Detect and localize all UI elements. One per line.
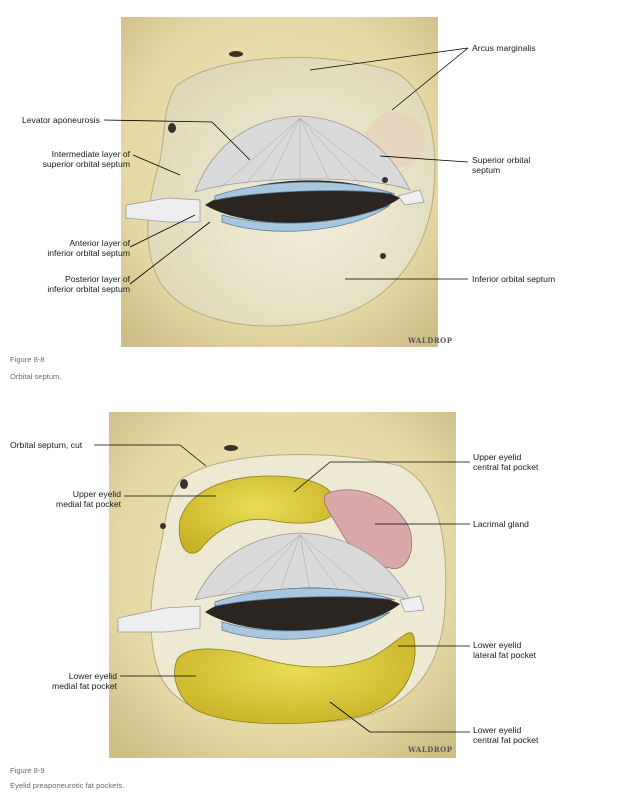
orbital-septum-illustration [103, 17, 469, 347]
figure-number: Figure 8-9 [10, 766, 45, 775]
label-upper-eyelid-medial-fat-pocket: Upper eyelid medial fat pocket [56, 489, 121, 509]
medial-canthal-tendon [117, 605, 201, 633]
label-anterior-layer: Anterior layer of inferior orbital septu… [47, 238, 130, 258]
lower-tarsus [221, 611, 391, 640]
upper-tarsus [214, 181, 396, 201]
lower-fat-pockets [174, 632, 416, 725]
figure-number: Figure 8-8 [10, 355, 45, 364]
foramen-right [382, 177, 388, 183]
label-lower-eyelid-lateral-fat-pocket: Lower eyelid lateral fat pocket [473, 640, 537, 660]
label-levator-aponeurosis: Levator aponeurosis [22, 115, 100, 125]
label-lower-eyelid-central-fat-pocket: Lower eyelid central fat pocket [473, 725, 539, 745]
lateral-canthal-tendon [399, 595, 425, 613]
illustrator-signature: WALDROP [408, 745, 453, 754]
foramen-lower [380, 253, 386, 259]
leader-lines [94, 444, 470, 733]
figure-fat-pockets: Orbital septum, cut Upper eyelid central… [0, 400, 623, 804]
figure-caption: Orbital septum. [10, 372, 62, 381]
lateral-canthal-tendon [397, 189, 425, 206]
label-lacrimal-gland: Lacrimal gland [473, 519, 529, 529]
foramen-top [224, 445, 238, 451]
medial-canthal-tendon [125, 197, 201, 223]
figure-orbital-septum: Arcus marginalis Levator aponeurosis Int… [0, 0, 623, 390]
label-arcus-marginalis: Arcus marginalis [472, 43, 536, 53]
lacrimal-gland [324, 489, 412, 569]
leader-lines [103, 47, 469, 285]
label-superior-orbital-septum: Superior orbital septum [472, 155, 531, 175]
lower-tarsus [221, 204, 391, 232]
label-posterior-layer: Posterior layer of inferior orbital sept… [47, 274, 130, 294]
fat-pockets-illustration [94, 412, 470, 758]
label-inferior-orbital-septum: Inferior orbital septum [472, 274, 556, 284]
label-orbital-septum-cut: Orbital septum, cut [10, 440, 83, 450]
foramen-upper-left [168, 123, 176, 133]
foramen-left [160, 523, 166, 529]
label-intermediate-layer: Intermediate layer of superior orbital s… [42, 149, 130, 169]
upper-tarsus [214, 587, 396, 607]
upper-fat-pockets [178, 475, 337, 554]
levator-aponeurosis [194, 115, 411, 193]
label-lower-eyelid-medial-fat-pocket: Lower eyelid medial fat pocket [52, 671, 117, 691]
label-upper-eyelid-central-fat-pocket: Upper eyelid central fat pocket [473, 452, 539, 472]
illustrator-signature: WALDROP [408, 336, 453, 345]
foramen-upper-left [180, 479, 188, 489]
aponeurosis-fibers [219, 117, 389, 189]
aponeurosis-fibers [219, 534, 371, 597]
foramen-top [229, 51, 243, 57]
figure-caption: Eyelid preaponeurotic fat pockets. [10, 781, 125, 790]
